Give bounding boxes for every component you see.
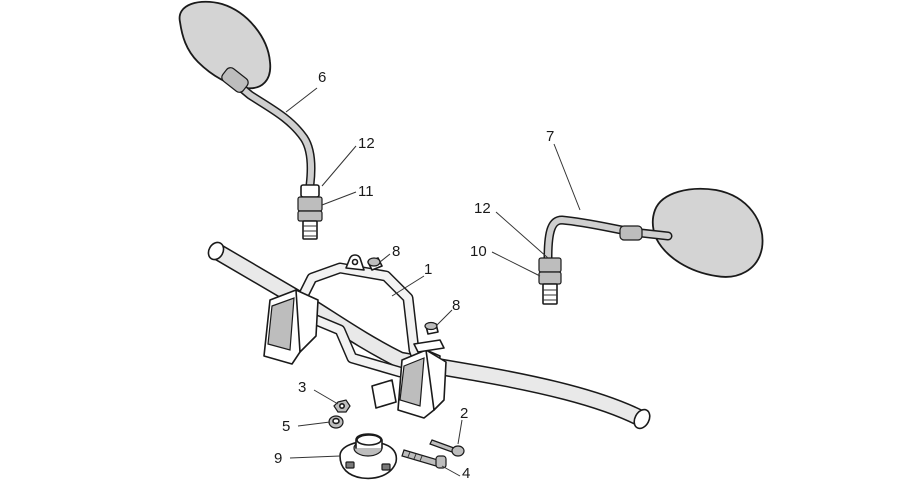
frame-cross <box>312 316 404 376</box>
handlebar <box>207 241 651 430</box>
center-bracket <box>371 379 397 409</box>
left-clamp-face <box>267 297 295 351</box>
callout-3: 3 <box>298 379 306 396</box>
mirror-support-frame <box>263 254 447 419</box>
right-mount-plate <box>413 339 445 353</box>
bolt-8-lower <box>424 321 439 335</box>
right-mirror-joint <box>619 225 643 241</box>
handlebar-tube <box>211 245 647 425</box>
bolt-8-upper <box>367 257 383 271</box>
nut-10 <box>538 257 562 273</box>
leader-lines <box>285 87 581 477</box>
right-mirror-assembly <box>538 187 764 305</box>
left-stem-base <box>300 184 320 198</box>
nut-11-lower <box>297 210 323 222</box>
callout-7: 7 <box>546 128 554 145</box>
callout-6: 6 <box>318 69 326 86</box>
callout-1: 1 <box>424 261 432 278</box>
callout-12-right: 12 <box>474 200 491 217</box>
callout-4: 4 <box>462 465 470 482</box>
callout-8-upper: 8 <box>392 243 400 260</box>
nut-3 <box>333 399 351 413</box>
nut-11 <box>297 196 323 212</box>
handlebar-right-end <box>633 408 651 430</box>
callout-11: 11 <box>358 183 374 200</box>
left-mirror-stem <box>229 77 315 188</box>
callout-10: 10 <box>470 243 487 260</box>
nut-10-lower <box>538 271 562 285</box>
ring-bracket-9 <box>339 433 398 480</box>
callout-5: 5 <box>282 418 290 435</box>
screw-2 <box>429 439 465 457</box>
right-mirror-stem <box>545 217 671 261</box>
left-mirror-assembly <box>178 0 323 240</box>
left-mirror-glass <box>178 0 272 90</box>
frame-loop <box>296 264 426 376</box>
callout-8-lower: 8 <box>452 297 460 314</box>
left-clamp-side <box>295 289 319 353</box>
callout-12-left: 12 <box>358 135 375 152</box>
handlebar-left-end <box>207 241 225 261</box>
washer-5 <box>328 415 344 429</box>
left-mirror-joint <box>221 67 249 93</box>
callout-2: 2 <box>460 405 468 422</box>
screw-4 <box>401 449 447 469</box>
right-clamp-side <box>425 349 447 411</box>
callout-9: 9 <box>274 450 282 467</box>
right-clamp-face <box>399 357 425 407</box>
right-thread <box>542 283 558 305</box>
